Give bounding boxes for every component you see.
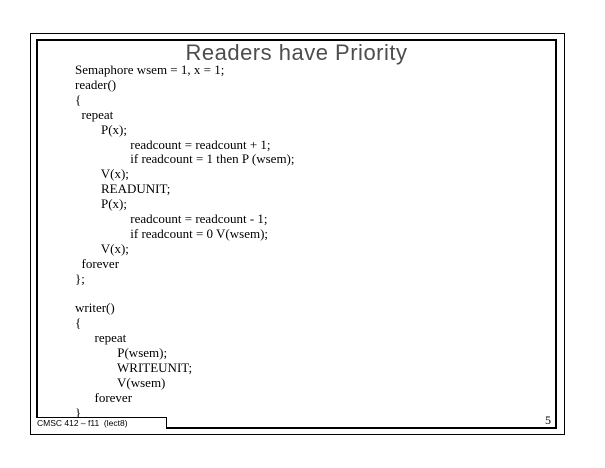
slide-outer-border: Readers have Priority Semaphore wsem = 1…: [30, 33, 565, 435]
code-area: Semaphore wsem = 1, x = 1; reader() { re…: [75, 62, 295, 421]
reader-code-block: Semaphore wsem = 1, x = 1; reader() { re…: [75, 62, 295, 286]
footer-label: CMSC 412 – f11 (lect8): [37, 418, 128, 428]
footer-box: CMSC 412 – f11 (lect8): [36, 417, 167, 429]
slide-inner-border: Readers have Priority Semaphore wsem = 1…: [36, 39, 557, 429]
writer-code-block: writer() { repeat P(wsem); WRITEUNIT; V(…: [75, 300, 193, 420]
slide-title: Readers have Priority: [185, 40, 408, 65]
page-number: 5: [545, 413, 551, 427]
